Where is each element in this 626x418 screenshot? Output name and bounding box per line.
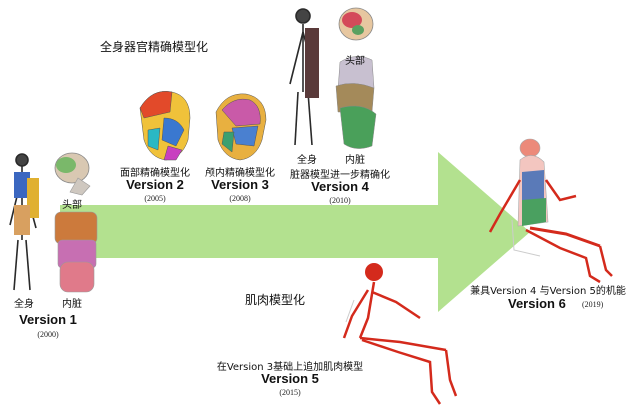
v1-skeleton-figure <box>9 153 39 291</box>
v2-caption: 面部精确模型化 <box>120 168 190 179</box>
v4-caption: 脏器模型进一步精确化 <box>290 170 390 181</box>
v4-head-model <box>338 7 374 41</box>
v2-version-label: Version 2 <box>126 177 184 192</box>
v1-head-label: 头部 <box>62 200 82 211</box>
progress-arrow <box>60 152 530 312</box>
v4-skeleton-figure <box>289 8 319 146</box>
v5-year: (2015) <box>279 388 301 397</box>
v5-caption: 在Version 3基础上追加肌肉模型 <box>216 362 364 373</box>
muscle-title: 肌肉模型化 <box>245 293 306 307</box>
v1-year: (2000) <box>37 330 59 339</box>
v4-year: (2010) <box>329 196 351 205</box>
v1-body-label: 全身 <box>14 299 34 310</box>
v3-version-label: Version 3 <box>211 177 269 192</box>
v6-caption: 兼具Version 4 与Version 5的机能 <box>470 286 626 297</box>
v1-version-label: Version 1 <box>19 312 77 327</box>
v3-brain-model <box>215 93 267 161</box>
whole-body-title: 全身器官精确模型化 <box>100 40 209 54</box>
v4-organs-label: 内脏 <box>345 155 365 166</box>
v4-body-label: 全身 <box>297 155 317 166</box>
v1-organs-model <box>54 211 98 293</box>
v6-year: (2019) <box>582 300 604 309</box>
v5-version-label: Version 5 <box>261 371 319 386</box>
v4-organs-model <box>335 56 377 149</box>
v3-year: (2008) <box>229 194 251 203</box>
v6-combined-model <box>488 138 613 284</box>
v3-caption: 颅内精确模型化 <box>205 168 275 179</box>
v2-year: (2005) <box>144 194 166 203</box>
v2-face-model <box>139 91 191 161</box>
v6-version-label: Version 6 <box>508 296 566 311</box>
v5-muscle-model <box>342 263 458 405</box>
v4-head-label: 头部 <box>345 56 365 67</box>
v1-head-model <box>54 152 91 196</box>
v1-organs-label: 内脏 <box>62 299 82 310</box>
v4-version-label: Version 4 <box>311 179 369 194</box>
